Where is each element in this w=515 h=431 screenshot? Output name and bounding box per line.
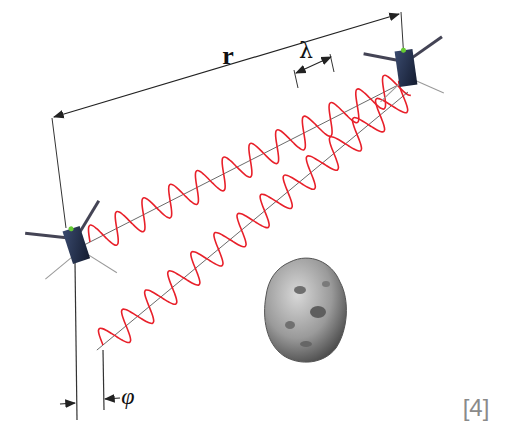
beam-axis — [97, 92, 408, 350]
laser-wave — [98, 81, 407, 345]
dimension-arrow — [105, 398, 120, 399]
crater — [310, 306, 326, 318]
beam-axis — [83, 82, 404, 246]
satellite-body — [62, 226, 90, 264]
solar-blade — [84, 244, 117, 280]
satellite-tip — [68, 226, 74, 232]
crater — [322, 281, 330, 287]
reference-number: [4] — [463, 394, 490, 422]
satellite-tip — [401, 47, 407, 53]
crater — [285, 321, 295, 329]
laser-wave — [89, 75, 411, 245]
extension-line — [103, 350, 104, 410]
satellite — [23, 201, 122, 296]
satellite — [363, 37, 450, 104]
distance-label: r — [222, 41, 234, 71]
dimension-lines — [52, 12, 404, 420]
phase-label: φ — [121, 383, 134, 410]
asteroid-body — [265, 258, 347, 362]
crater — [300, 341, 312, 347]
satellite-body — [395, 49, 418, 87]
solar-blade — [413, 75, 444, 97]
dimension-arrow — [60, 403, 75, 404]
extension-line — [75, 262, 77, 420]
crater — [294, 286, 306, 294]
laser-beams — [83, 75, 411, 350]
asteroid — [265, 258, 347, 362]
wavelength-label: λ — [299, 38, 313, 63]
solar-blade — [364, 49, 400, 66]
solar-blade — [25, 221, 69, 250]
dimension-line — [54, 14, 399, 117]
extension-line — [52, 118, 66, 228]
